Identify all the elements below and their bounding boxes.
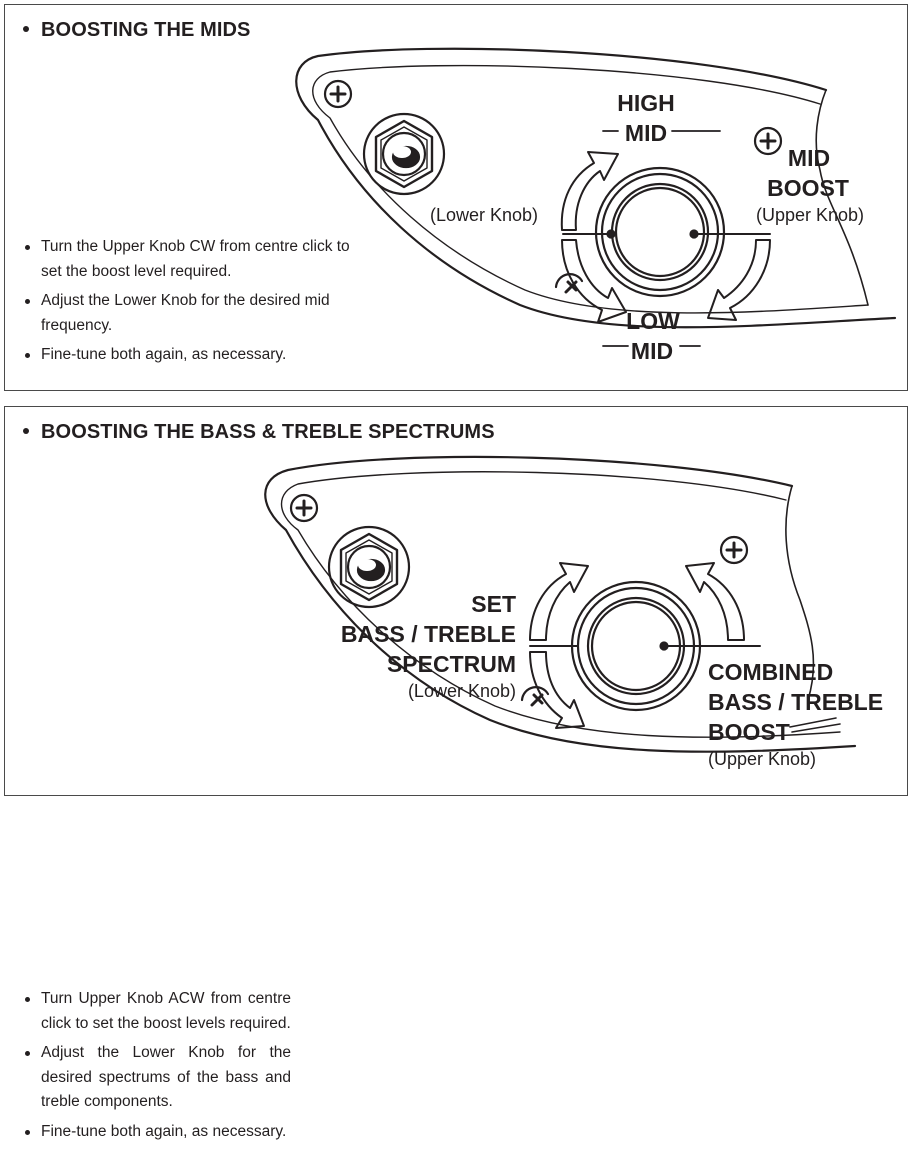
mids-step-3: Fine-tune both again, as necessary. [23,343,358,368]
bass-treble-upper-knob-label: (Upper Knob) [708,749,817,769]
mids-upper-knob-label: (Upper Knob) [755,205,865,225]
set-label-2: BASS / TREBLE [340,621,516,647]
mid-boost-label-1: MID [787,145,831,171]
bass-treble-control-plate [264,455,857,753]
control-plate-diagrams [264,47,897,753]
set-label-3: SPECTRUM [386,651,516,677]
combined-label-2: BASS / TREBLE [708,689,884,715]
high-mid-label-1: HIGH [617,90,675,116]
screw-icon [719,535,749,565]
high-mid-label-2: MID [624,120,668,146]
low-mid-label-1: LOW [626,308,680,334]
screw-icon [323,79,353,109]
output-jack-icon [327,525,411,609]
stacked-knob [594,166,726,298]
bass-treble-step-1: Turn Upper Knob ACW from centre click to… [23,987,291,1036]
mids-panel: BOOSTING THE MIDS Turn the Upper Knob CW… [4,4,908,391]
screw-icon [289,493,319,523]
screw-icon [753,126,783,156]
arrow-up-left-icon [560,151,619,231]
arrow-down-right-icon [707,239,771,321]
arrow-up-right-icon [529,562,589,641]
low-mid-label-2: MID [630,338,674,364]
bass-treble-steps: Turn Upper Knob ACW from centre click to… [23,987,291,1149]
combined-label-3: BOOST [708,719,790,745]
bullet-icon [23,25,29,32]
bass-treble-lower-knob-label: (Lower Knob) [407,681,516,701]
mids-heading: BOOSTING THE MIDS [23,19,250,42]
bass-treble-heading: BOOSTING THE BASS & TREBLE SPECTRUMS [23,421,495,444]
bass-treble-step-2: Adjust the Lower Knob for the desired sp… [23,1041,291,1115]
mids-steps: Turn the Upper Knob CW from centre click… [23,235,358,373]
arrow-down-right-icon [529,651,585,729]
mids-step-2: Adjust the Lower Knob for the desired mi… [23,289,358,338]
mid-boost-label-2: BOOST [767,175,849,201]
output-jack-icon [362,112,446,196]
bass-treble-heading-text: BOOSTING THE BASS & TREBLE SPECTRUMS [41,421,495,443]
arrow-up-left-icon [685,562,745,641]
screw-icon [520,686,550,707]
mids-step-1: Turn the Upper Knob CW from centre click… [23,235,358,284]
bullet-icon [23,427,29,434]
mids-lower-knob-label: (Lower Knob) [429,205,539,225]
arrow-down-left-icon [561,239,627,323]
mids-heading-text: BOOSTING THE MIDS [41,19,251,41]
combined-label-1: COMBINED [708,659,834,685]
bass-treble-step-3: Fine-tune both again, as necessary. [23,1120,291,1145]
set-label-1: SET [471,591,516,617]
mids-control-plate [295,47,897,329]
